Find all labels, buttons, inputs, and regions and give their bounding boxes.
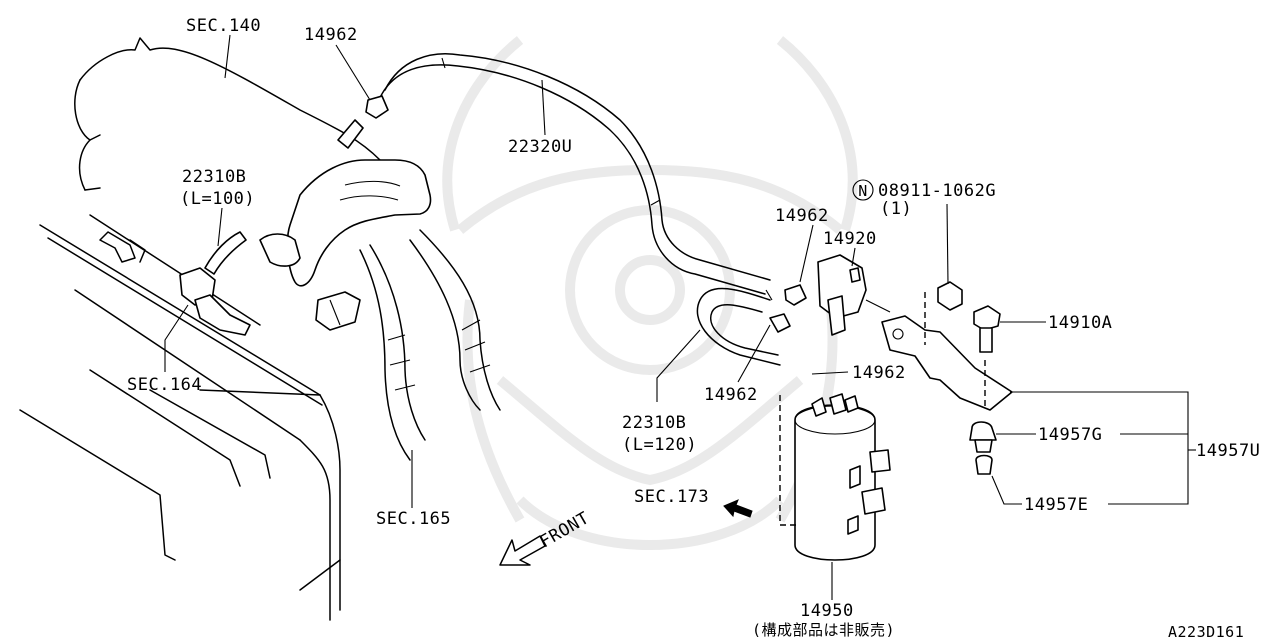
hose-22320u xyxy=(377,53,771,295)
front-arrow xyxy=(499,535,546,566)
bracket xyxy=(881,292,1013,411)
grommet-14957g xyxy=(969,421,997,453)
label-14962-right[interactable]: 14962 xyxy=(852,363,906,383)
label-14957g[interactable]: 14957G xyxy=(1038,425,1102,445)
spacer-14957e xyxy=(975,454,993,475)
label-sec165[interactable]: SEC.165 xyxy=(376,509,451,529)
clip-14962-mid xyxy=(769,284,807,333)
engine-assembly xyxy=(19,37,501,621)
label-sec173[interactable]: SEC.173 xyxy=(634,487,709,507)
n-symbol-text: N xyxy=(858,182,868,200)
label-14962-top[interactable]: 14962 xyxy=(304,25,358,45)
diagram-code: A223D161 xyxy=(1168,623,1244,639)
label-14910a[interactable]: 14910A xyxy=(1048,313,1112,333)
label-22310b-top-length: (L=100) xyxy=(180,189,255,209)
valve-14920 xyxy=(817,254,891,336)
canister-14950 xyxy=(779,393,891,561)
label-14950-note: (構成部品は非販売) xyxy=(752,621,895,639)
label-14957e[interactable]: 14957E xyxy=(1024,495,1088,515)
sec173-arrow xyxy=(723,499,753,518)
n-symbol-circle xyxy=(852,179,874,201)
leader-lines xyxy=(164,34,1196,600)
label-sec140[interactable]: SEC.140 xyxy=(186,16,261,36)
label-08911-qty: (1) xyxy=(880,199,912,219)
watermark-emblem xyxy=(442,36,858,550)
label-22310b-low-length: (L=120) xyxy=(622,435,697,455)
hose-22310b-lower xyxy=(696,287,781,366)
nut-08911 xyxy=(937,281,963,311)
label-14962-mid[interactable]: 14962 xyxy=(775,206,829,226)
bolt-14910a xyxy=(973,305,1001,353)
label-08911-1062g[interactable]: 08911-1062G xyxy=(878,181,996,201)
label-14962-low[interactable]: 14962 xyxy=(704,385,758,405)
label-14957u[interactable]: 14957U xyxy=(1196,441,1260,461)
clip-14962-top xyxy=(337,95,389,149)
label-14920[interactable]: 14920 xyxy=(823,229,877,249)
label-sec164[interactable]: SEC.164 xyxy=(127,375,202,395)
label-22310b-low[interactable]: 22310B xyxy=(622,413,686,433)
label-22320u[interactable]: 22320U xyxy=(508,137,572,157)
label-14950[interactable]: 14950 xyxy=(800,601,854,621)
label-22310b-top[interactable]: 22310B xyxy=(182,167,246,187)
